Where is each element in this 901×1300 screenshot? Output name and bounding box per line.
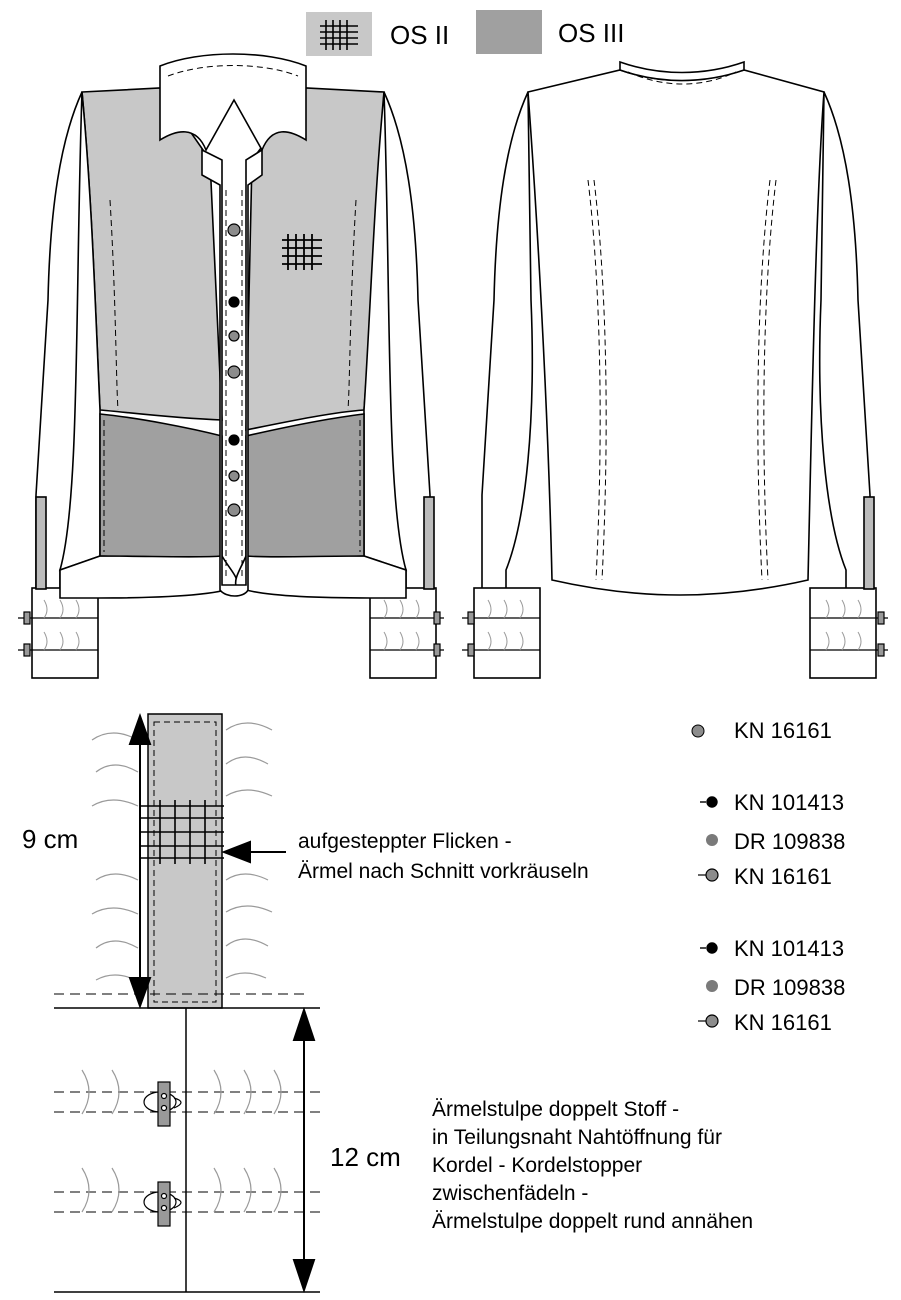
patch-note-line-1: aufgesteppter Flicken -	[298, 830, 512, 853]
button-key-code: KN 101413	[734, 936, 844, 961]
front-buttons	[227, 223, 241, 517]
measure-label-9cm: 9 cm	[22, 824, 78, 854]
measure-label-12cm: 12 cm	[330, 1142, 401, 1172]
button-grey-icon	[691, 724, 705, 738]
legend: OS II OS III	[306, 10, 624, 56]
button-grey-icon	[698, 868, 719, 882]
legend-label-os2: OS II	[390, 20, 449, 50]
front-lower-panel-right	[245, 413, 365, 561]
measure-arrow-12cm	[292, 1006, 316, 1294]
detail-patch-grid-icon	[140, 800, 224, 864]
front-right-cuff	[369, 587, 437, 679]
cuff-note-line-4: zwischenfädeln -	[432, 1182, 588, 1205]
front-right-tab	[423, 496, 435, 590]
jacket-front	[31, 53, 437, 679]
button-black-icon	[700, 796, 718, 808]
detail-sleeve-strip	[147, 713, 223, 1009]
button-key-code: DR 109838	[734, 975, 845, 1000]
legend-label-os3: OS III	[558, 18, 624, 48]
button-grey-icon	[698, 1014, 719, 1028]
front-patch-grid-icon	[282, 234, 322, 270]
jacket-back	[473, 60, 877, 679]
front-collar	[159, 53, 307, 152]
cuff-note-line-2: in Teilungsnaht Nahtöffnung für	[432, 1126, 722, 1149]
back-right-sleeve	[818, 91, 871, 591]
cord-stopper-icon	[143, 1081, 182, 1227]
cuff-note-line-3: Kordel - Kordelstopper	[432, 1154, 642, 1177]
button-key-code: KN 16161	[734, 864, 832, 889]
patch-pointer-arrow	[221, 840, 286, 864]
cuff-note-line-5: Ärmelstulpe doppelt rund annähen	[432, 1210, 753, 1233]
grid-icon	[320, 20, 358, 50]
front-left-tab	[35, 496, 47, 590]
legend-swatch-os3	[476, 10, 542, 54]
front-left-cuff	[31, 587, 99, 679]
button-dot-icon	[706, 980, 718, 992]
measure-arrow-9cm	[128, 713, 152, 1009]
legend-swatch-os2	[306, 12, 372, 56]
button-black-icon	[700, 942, 718, 954]
front-hem-band	[59, 555, 238, 599]
front-lower-panel-left	[99, 413, 223, 561]
button-key-code: DR 109838	[734, 829, 845, 854]
button-key-code: KN 16161	[734, 718, 832, 743]
back-collar	[619, 60, 745, 82]
back-left-sleeve	[481, 91, 534, 591]
patch-note-line-2: Ärmel nach Schnitt vorkräuseln	[298, 860, 589, 883]
back-right-tab	[863, 496, 875, 590]
back-left-cuff	[473, 587, 541, 679]
cuff-note-line-1: Ärmelstulpe doppelt Stoff -	[432, 1098, 679, 1121]
back-body	[527, 69, 825, 596]
button-key-code: KN 16161	[734, 1010, 832, 1035]
front-placket	[201, 148, 263, 597]
button-dot-icon	[706, 834, 718, 846]
button-key: KN 16161 KN 101413 DR 109838 KN 16161 KN…	[691, 718, 845, 1035]
cuff-cord-stoppers	[18, 599, 888, 657]
button-key-code: KN 101413	[734, 790, 844, 815]
sleeve-detail: 9 cm aufgesteppter Flicken - Ärmel nach …	[22, 713, 753, 1294]
